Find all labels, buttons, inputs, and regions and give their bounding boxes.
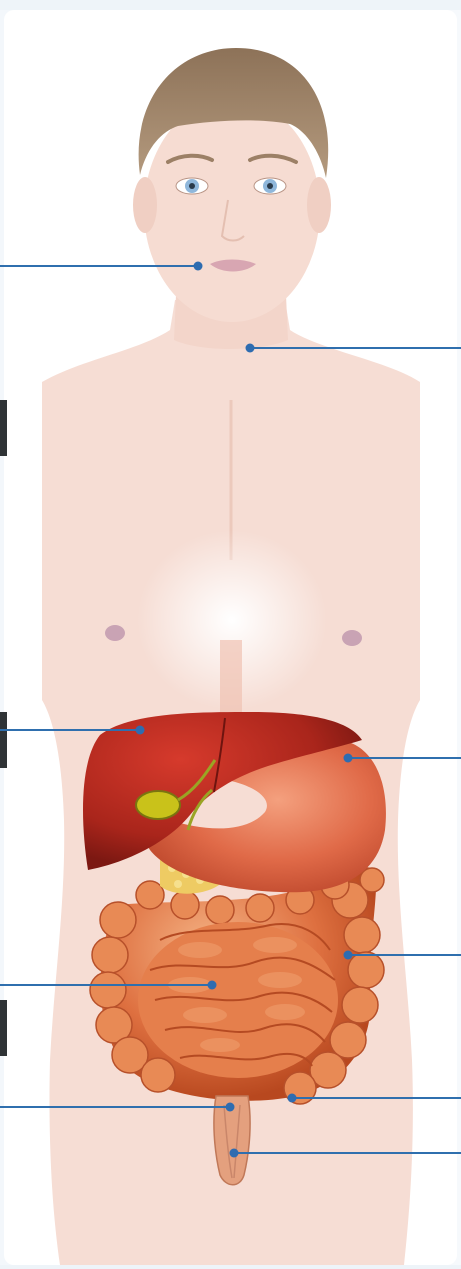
rectum-pointer-dot xyxy=(226,1103,235,1112)
stomach-pointer-dot xyxy=(344,754,353,763)
esophagus-pointer-dot xyxy=(246,344,255,353)
large-intestine-pointer-dot xyxy=(344,951,353,960)
small-intestine-pointer-dot xyxy=(208,981,217,990)
head xyxy=(133,48,331,322)
liver-pointer-dot xyxy=(136,726,145,735)
anus-pointer-dot xyxy=(230,1149,239,1158)
small-intestine xyxy=(138,922,338,1078)
sigmoid-colon-pointer-dot xyxy=(288,1094,297,1103)
mouth-pointer-dot xyxy=(194,262,203,271)
